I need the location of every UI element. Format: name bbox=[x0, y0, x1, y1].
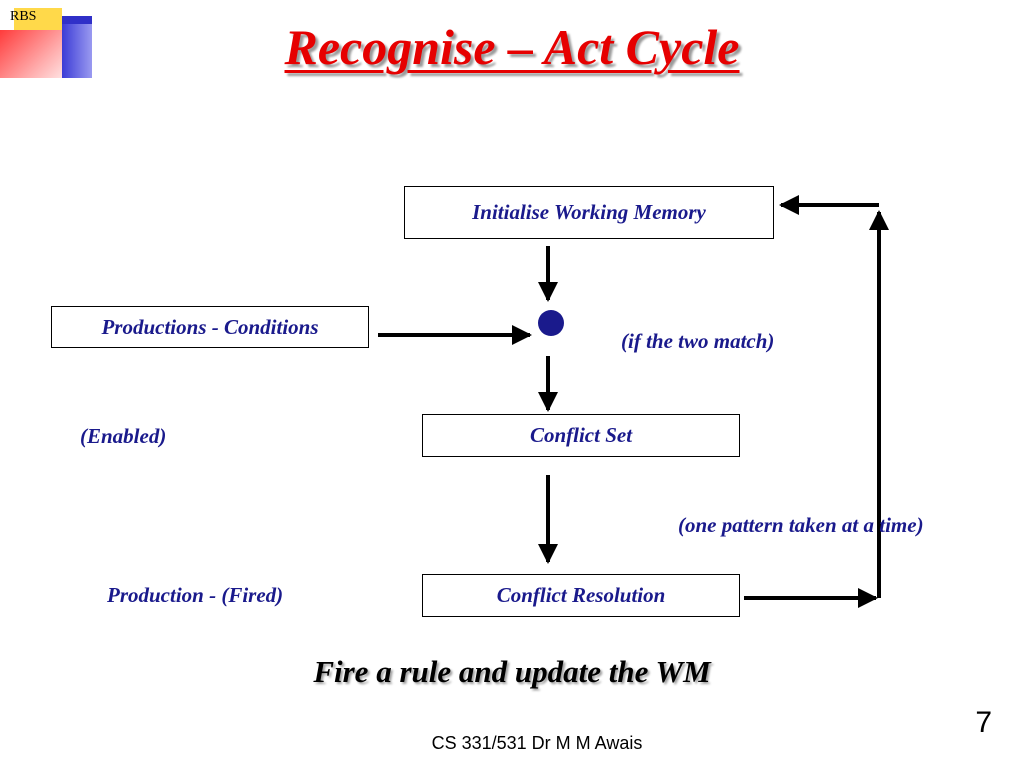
label-enabled: (Enabled) bbox=[80, 424, 167, 448]
box-productions-conditions: Productions - Conditions bbox=[51, 306, 369, 348]
page-number: 7 bbox=[975, 706, 992, 739]
logo-blue-bar bbox=[62, 16, 92, 24]
box-conflict-set: Conflict Set bbox=[422, 414, 740, 457]
box-initialise-working-memory: Initialise Working Memory bbox=[404, 186, 774, 239]
box-conflict-resolution: Conflict Resolution bbox=[422, 574, 740, 617]
label-one-pattern: (one pattern taken at a time) bbox=[678, 513, 924, 537]
logo-yellow-square bbox=[14, 8, 62, 34]
logo-blue-square bbox=[62, 16, 92, 78]
label-production-fired: Production - (Fired) bbox=[107, 583, 284, 607]
label-if-two-match: (if the two match) bbox=[621, 329, 775, 353]
rbs-logo: RBS bbox=[0, 0, 100, 80]
logo-red-square bbox=[0, 30, 62, 78]
slide-footer: CS 331/531 Dr M M Awais bbox=[431, 733, 643, 753]
match-dot bbox=[538, 310, 564, 336]
logo-text: RBS bbox=[10, 9, 37, 24]
slide-title: Recognise – Act Cycle bbox=[284, 19, 740, 75]
fire-rule-note: Fire a rule and update the WM bbox=[313, 654, 711, 689]
